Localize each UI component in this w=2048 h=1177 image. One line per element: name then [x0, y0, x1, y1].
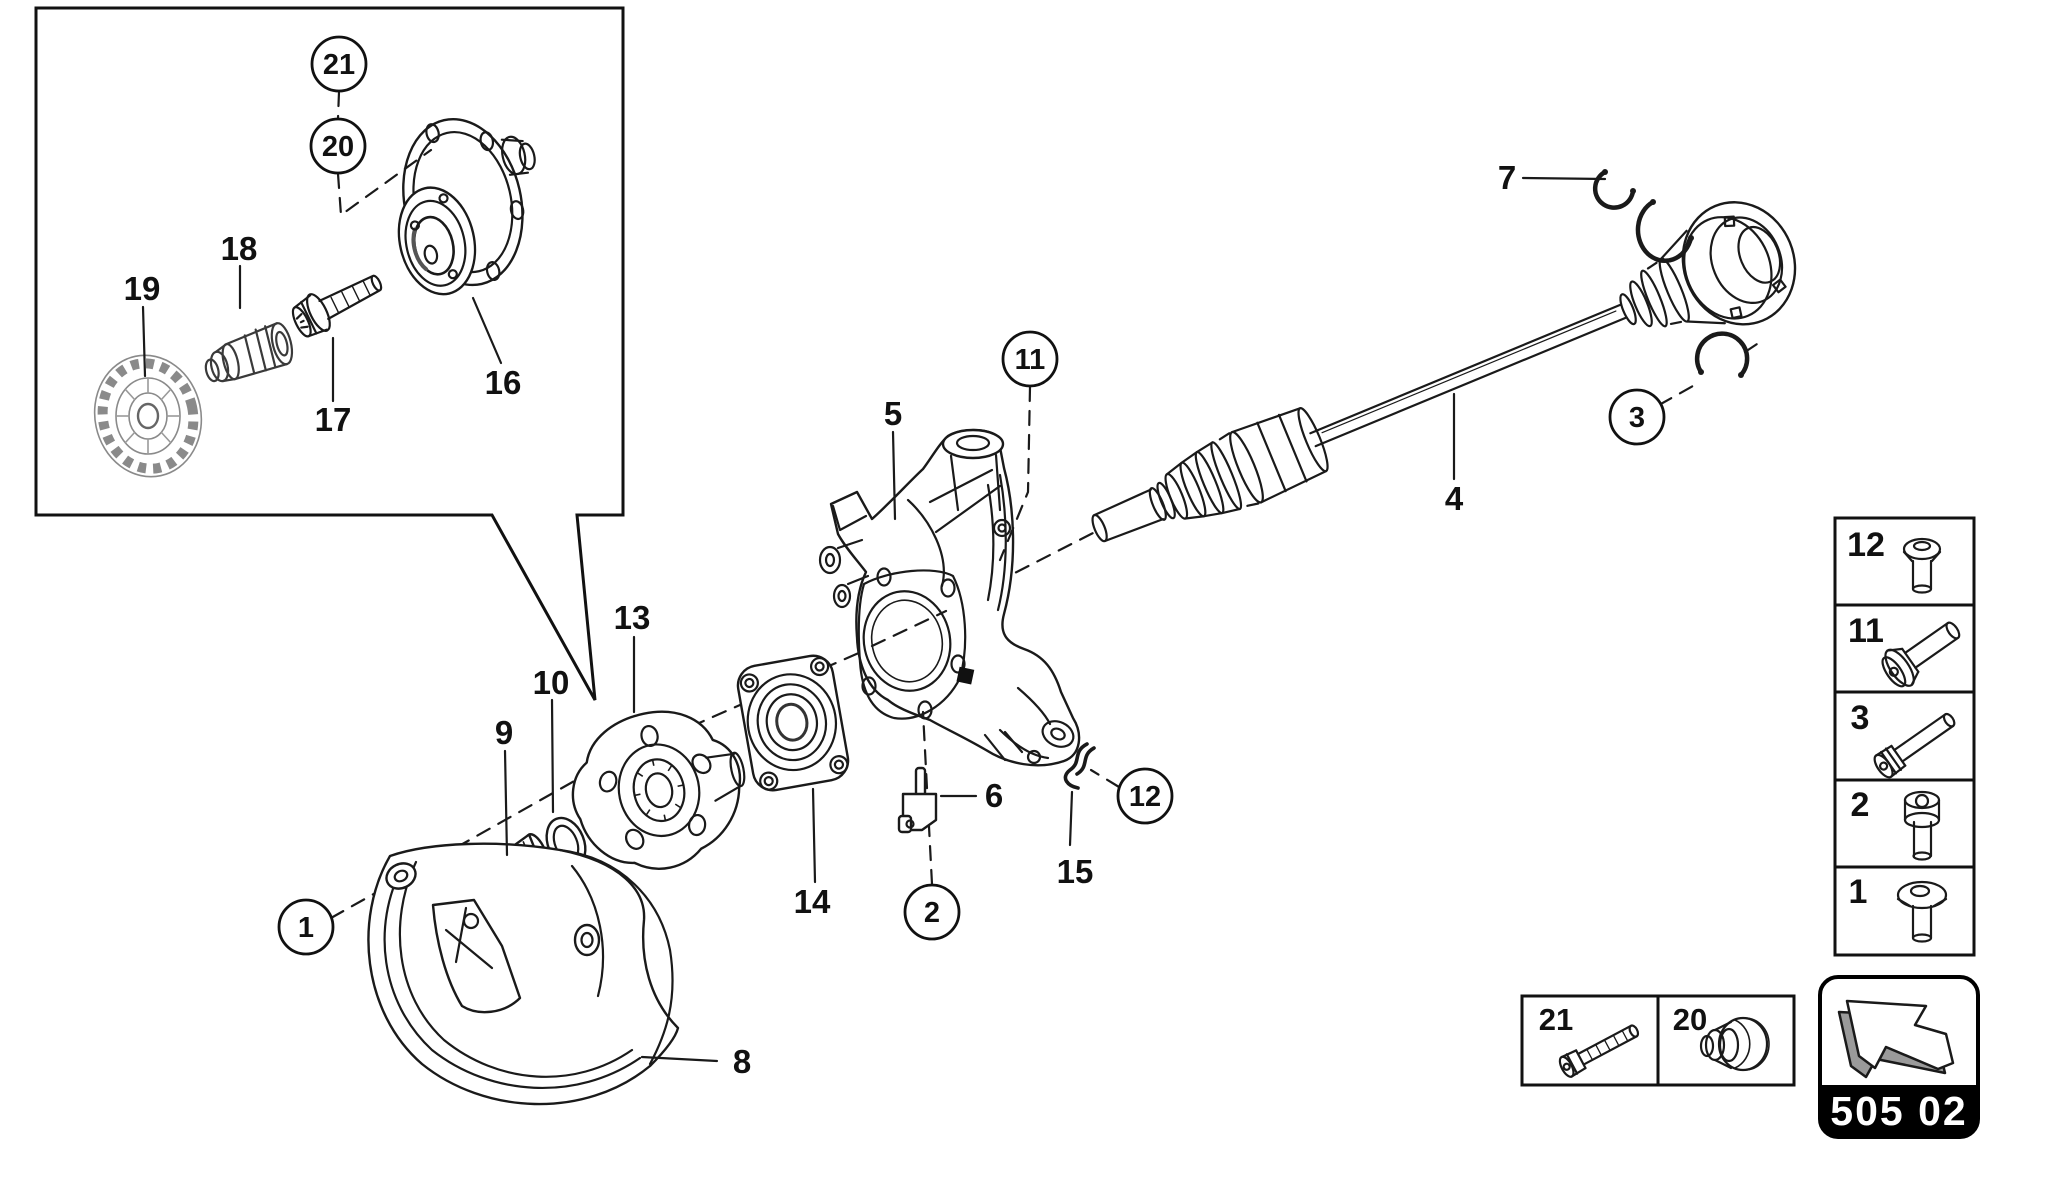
flanged-bolt-icon [1881, 621, 1961, 688]
label-4[interactable]: 4 [1445, 480, 1464, 517]
label-9[interactable]: 9 [495, 714, 513, 751]
leader-lines [141, 176, 1607, 1063]
wheel-hub-part-16 [397, 117, 536, 296]
abs-sensor-part-6 [897, 766, 938, 834]
drive-shaft-part-4 [1091, 201, 1797, 543]
page-code-badge[interactable]: 505 02 [1818, 975, 1980, 1139]
brake-shield-part-8 [367, 842, 680, 1106]
splined-coupling-part-18 [204, 322, 294, 383]
label-13[interactable]: 13 [614, 599, 651, 636]
page-code: 505 02 [1830, 1088, 1967, 1134]
svg-text:3: 3 [1629, 402, 1645, 434]
callout-circle-1[interactable]: 1 [277, 898, 335, 956]
svg-text:20: 20 [1673, 1002, 1707, 1037]
bearing-housing-part-14 [736, 654, 850, 792]
wheel-carrier-part-5 [818, 428, 1081, 767]
label-6[interactable]: 6 [985, 777, 1003, 814]
button-head-screw-icon [1902, 537, 1942, 594]
callout-3-dashed-link-b [1743, 338, 1765, 354]
svg-text:2: 2 [924, 897, 940, 929]
socket-head-bolt-icon [1873, 712, 1956, 779]
legend-row-12[interactable]: 12 [1847, 526, 1942, 594]
fastener-legend: 12 11 3 [1833, 516, 1976, 957]
circlip-large [1635, 199, 1694, 264]
label-17[interactable]: 17 [315, 401, 352, 438]
callout-3-dashed-link-a [1657, 384, 1695, 407]
svg-text:11: 11 [1015, 344, 1046, 376]
legend-row-2[interactable]: 2 [1851, 786, 1941, 861]
callout-20-dashed-link [336, 90, 341, 120]
label-7[interactable]: 7 [1498, 159, 1516, 196]
wheel-hub-part-13 [571, 710, 746, 870]
label-15[interactable]: 15 [1057, 853, 1094, 890]
wheel-bolt-cap-icon [1699, 1016, 1770, 1072]
svg-text:12: 12 [1129, 781, 1161, 813]
label-14[interactable]: 14 [794, 883, 831, 920]
label-18[interactable]: 18 [221, 230, 258, 267]
svg-text:20: 20 [322, 131, 354, 163]
legend-row-11[interactable]: 11 [1848, 611, 1969, 693]
callout-11-dashed-link [998, 385, 1032, 562]
svg-text:2: 2 [1851, 786, 1870, 824]
svg-text:1: 1 [1849, 873, 1868, 911]
callout-circle-11[interactable]: 11 [1001, 330, 1059, 388]
button-head-screw-icon [1896, 880, 1948, 943]
svg-text:12: 12 [1847, 526, 1885, 564]
bottom-fastener-boxes: 21 20 [1520, 994, 1796, 1087]
crown-gear-part-19 [93, 354, 203, 478]
label-8[interactable]: 8 [733, 1043, 751, 1080]
callout-12-dashed-link [1089, 768, 1121, 789]
legend-row-3[interactable]: 3 [1851, 699, 1960, 780]
label-16[interactable]: 16 [485, 364, 522, 401]
callout-circle-20[interactable]: 20 [309, 117, 367, 175]
axis-dash-over-knuckle [870, 609, 948, 648]
callout-circle-3[interactable]: 3 [1608, 388, 1666, 446]
callout-circle-2[interactable]: 2 [903, 883, 961, 941]
bottom-box-20[interactable]: 20 [1673, 1002, 1770, 1072]
socket-head-bolt-icon [1558, 1024, 1640, 1078]
inset-box-frame [34, 6, 625, 701]
socket-cap-screw-icon [1903, 790, 1941, 861]
callout-circle-21[interactable]: 21 [310, 35, 368, 93]
svg-text:1: 1 [298, 912, 314, 944]
circlip-part-7 [1592, 169, 1636, 210]
legend-row-1[interactable]: 1 [1849, 873, 1948, 943]
svg-text:21: 21 [323, 49, 355, 81]
callout-20-to-hub-dashed-link [336, 148, 433, 218]
svg-text:11: 11 [1848, 612, 1884, 650]
hub-bolt-part-17 [291, 274, 383, 338]
bottom-box-21[interactable]: 21 [1539, 1002, 1642, 1079]
callout-circle-12[interactable]: 12 [1116, 767, 1174, 825]
svg-text:3: 3 [1851, 699, 1870, 737]
spring-clip-part-15 [1063, 742, 1096, 790]
arrow-up-left-3d-icon [1837, 999, 1955, 1079]
label-10[interactable]: 10 [533, 664, 570, 701]
label-19[interactable]: 19 [124, 270, 161, 307]
label-5[interactable]: 5 [884, 395, 902, 432]
circlip-part-3 [1694, 331, 1750, 378]
svg-text:21: 21 [1539, 1002, 1573, 1037]
